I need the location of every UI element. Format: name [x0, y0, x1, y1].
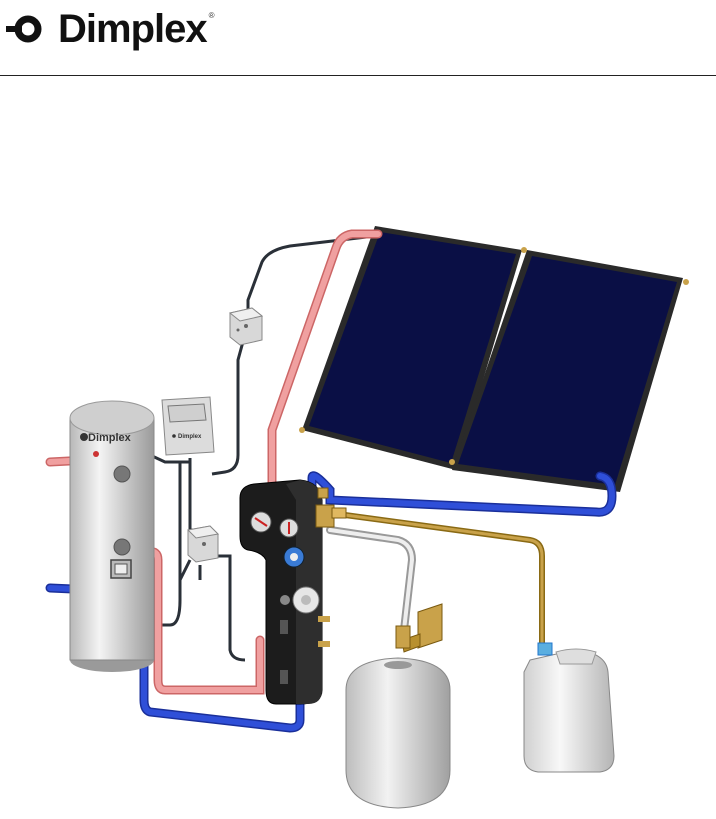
brand-name: Dimplex [58, 7, 207, 52]
hot-water-cylinder: Dimplex [70, 401, 154, 672]
solar-controller: Dimplex [162, 397, 214, 455]
header-divider [0, 75, 716, 76]
registered-mark: ® [209, 11, 215, 20]
controller-brand-label: Dimplex [178, 434, 202, 440]
page-header: Dimplex ® [0, 0, 716, 78]
flexible-hose [330, 530, 412, 630]
solar-heating-system-diagram: Dimplex Dimplex [0, 200, 716, 819]
panel-connector [299, 427, 305, 433]
dimplex-logo-mark-icon [2, 11, 54, 47]
panel-connector [449, 459, 455, 465]
junction-box-lower [188, 526, 218, 562]
dimplex-logo: Dimplex ® [2, 4, 215, 54]
cylinder-brand-label: Dimplex [88, 432, 132, 444]
panel-connector [683, 279, 689, 285]
panel-connector [521, 247, 527, 253]
cylinder-logo-mark-icon [80, 433, 88, 441]
collection-container [524, 643, 614, 772]
expansion-vessel [346, 626, 450, 808]
junction-box-top [230, 308, 262, 345]
